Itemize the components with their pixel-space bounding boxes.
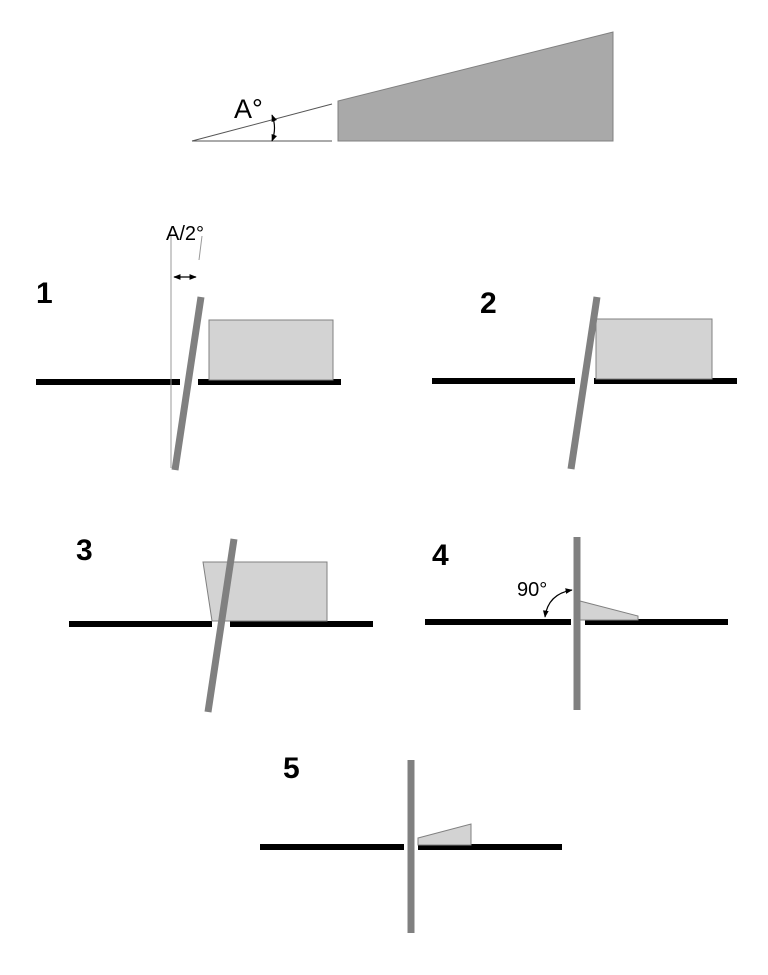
right-angle-arrow <box>542 588 573 618</box>
wedge-shape <box>337 31 614 142</box>
step-1: 1 A/2° <box>36 223 341 471</box>
step-5: 5 <box>260 752 562 933</box>
angle-label: A° <box>234 94 263 124</box>
step-number: 1 <box>36 277 53 310</box>
step-2: 2 <box>432 287 737 470</box>
step-3: 3 <box>69 534 373 713</box>
cut-wedge <box>417 823 472 846</box>
cut-wedge <box>579 600 639 621</box>
step-number: 3 <box>76 534 93 567</box>
angle-slope-line <box>191 103 333 142</box>
workpiece-block <box>208 319 334 381</box>
saw-blade <box>204 538 238 713</box>
step-number: 2 <box>480 287 497 320</box>
top-wedge-figure: A° <box>191 31 614 142</box>
tilt-reference-line <box>198 235 203 261</box>
step-number: 4 <box>432 539 449 572</box>
saw-blade <box>171 296 205 471</box>
workpiece-block <box>595 318 713 380</box>
angle-arc-arrow <box>271 114 278 142</box>
workpiece-block <box>202 561 328 622</box>
tilt-angle-label: A/2° <box>166 223 204 245</box>
saw-blade <box>567 296 601 470</box>
step-4: 4 90° <box>425 537 728 710</box>
right-angle-label: 90° <box>517 579 547 601</box>
step-number: 5 <box>283 752 300 785</box>
